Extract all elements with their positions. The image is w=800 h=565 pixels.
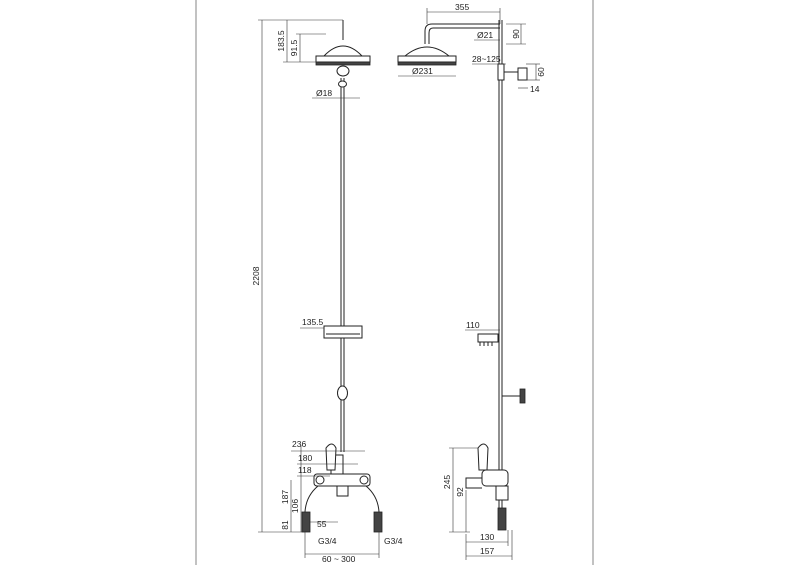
dim-body-157: 157 — [480, 546, 494, 556]
side-bath-mixer — [465, 443, 509, 531]
dim-spout-height: 92 — [455, 487, 465, 497]
dim-pipe-dia: Ø18 — [316, 88, 332, 98]
dim-mixer-118: 118 — [298, 465, 312, 475]
side-handset-holder — [497, 63, 528, 81]
dim-inlet-right: G3/4 — [384, 536, 403, 546]
side-lower-arm — [502, 388, 526, 404]
front-shower-head — [315, 45, 371, 77]
dim-centres: 60 ~ 300 — [322, 554, 356, 564]
dim-holder-height: 60 — [536, 67, 546, 77]
dim-body-130: 130 — [480, 532, 494, 542]
dim-holder-range: 28~125 — [472, 54, 501, 64]
dim-height-187: 187 — [280, 490, 290, 504]
front-soap-dish — [323, 325, 363, 339]
dim-arm-dia: Ø21 — [477, 30, 493, 40]
dim-shelf-depth: 110 — [466, 320, 480, 330]
side-soap-dish — [477, 333, 499, 346]
side-shower-head — [397, 46, 457, 66]
dim-shelf-width: 135.5 — [302, 317, 324, 327]
dim-mixer-236: 236 — [292, 439, 306, 449]
side-dimension-lines — [398, 8, 540, 560]
front-bath-mixer — [301, 443, 383, 533]
dim-holder-depth: 14 — [530, 84, 540, 94]
side-view: 355 Ø21 90 Ø231 28~125 60 14 110 245 92 … — [397, 2, 546, 560]
dim-total-height: 2208 — [251, 266, 261, 285]
front-top-joint — [338, 80, 347, 88]
dim-spout-55: 55 — [317, 519, 327, 529]
front-mid-joint — [337, 385, 348, 401]
dim-mixer-180: 180 — [298, 453, 312, 463]
dim-arm-length: 355 — [455, 2, 469, 12]
dim-head-height-lower: 91.5 — [289, 39, 299, 56]
front-dimension-lines — [258, 19, 380, 558]
dim-head-height-total: 183.5 — [276, 30, 286, 52]
dim-head-dia: Ø231 — [412, 66, 433, 76]
dim-inlet-left: G3/4 — [318, 536, 337, 546]
dim-height-81: 81 — [280, 520, 290, 530]
dim-mixer-height: 245 — [442, 475, 452, 489]
dim-arm-drop: 90 — [511, 29, 521, 39]
dim-height-106: 106 — [290, 499, 300, 513]
front-view: 183.5 91.5 Ø18 2208 135.5 236 180 118 18… — [251, 19, 403, 564]
